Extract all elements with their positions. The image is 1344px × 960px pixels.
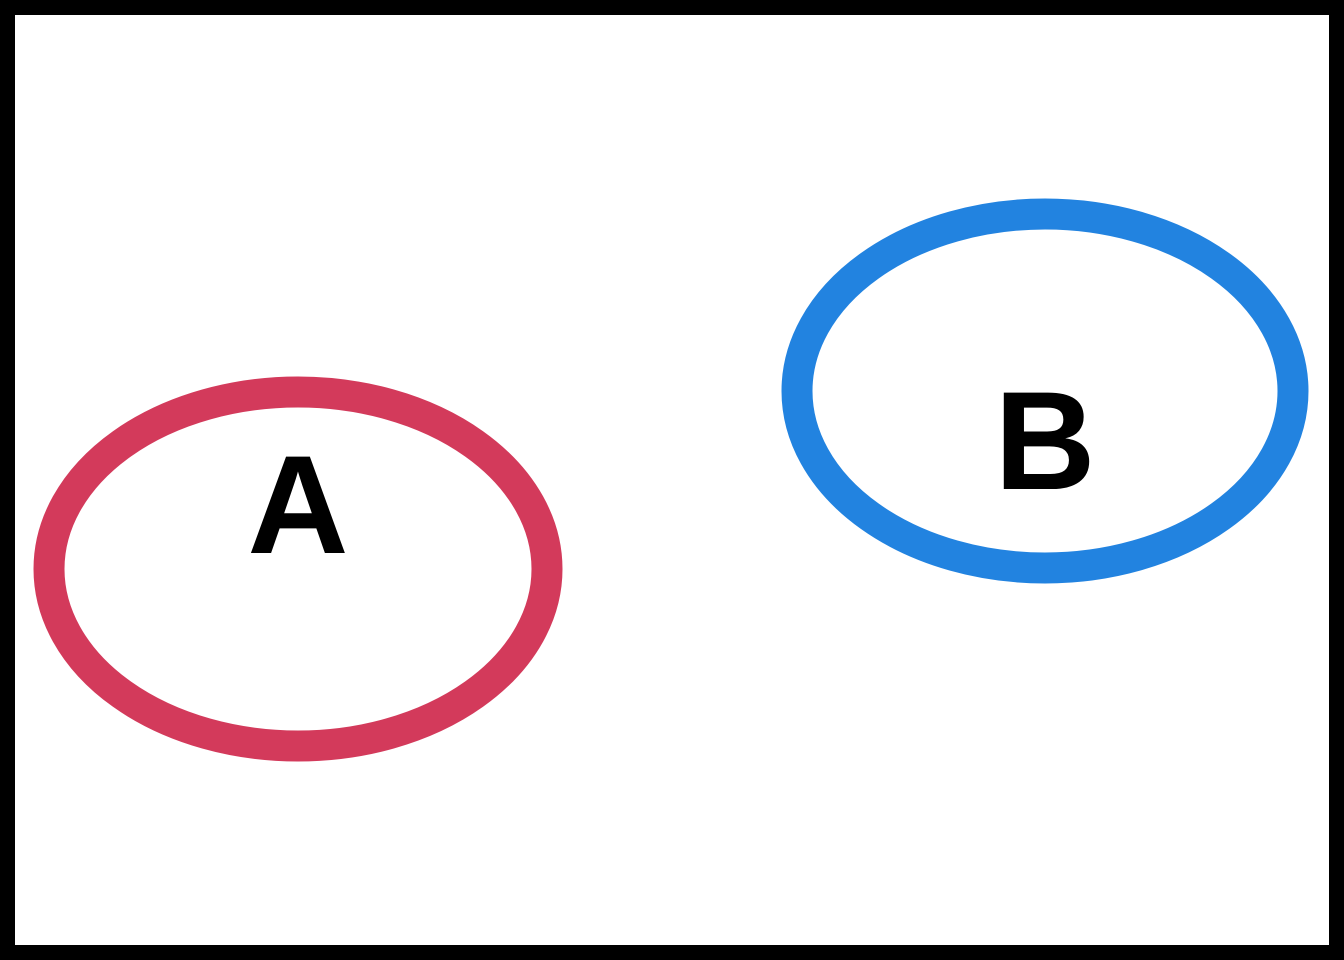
set-b-label: B	[994, 362, 1095, 519]
set-a-ellipse	[33, 376, 563, 762]
set-b-ellipse	[781, 198, 1309, 584]
set-a-label: A	[247, 426, 348, 583]
